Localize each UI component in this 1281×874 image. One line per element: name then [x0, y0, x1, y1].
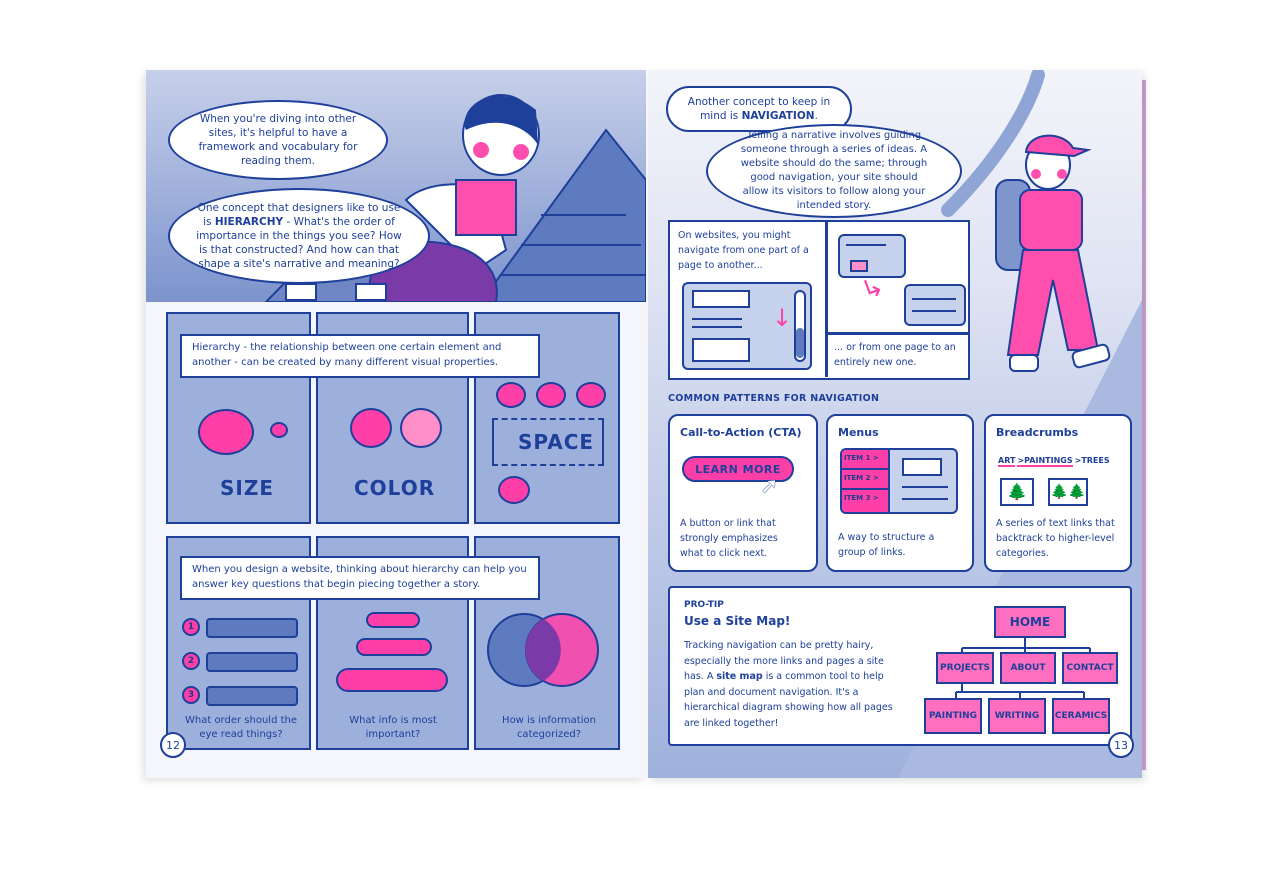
pro-tip-label: PRO-TIP: [684, 600, 724, 610]
nav-text-new-page: ... or from one page to an entirely new …: [834, 342, 956, 368]
scroll-content-box-2: [692, 338, 750, 362]
cta-title: Call-to-Action (CTA): [680, 426, 802, 439]
question-categorize: How is information categorized?: [502, 715, 596, 740]
page-number-right: 13: [1108, 732, 1134, 758]
cursor-icon: ➚: [760, 474, 779, 499]
scroll-content-lines: [692, 318, 742, 328]
menu-item-1: ITEM 1 >: [842, 450, 890, 470]
page-number-left: 12: [160, 732, 186, 758]
pro-tip-title: Use a Site Map!: [684, 614, 791, 628]
menu-illustration: ITEM 1 > ITEM 2 > ITEM 3 >: [840, 448, 958, 514]
sitemap-painting: PAINTING: [924, 698, 982, 734]
large-circle-shape: [198, 409, 254, 455]
order-badge-1: 1: [182, 618, 200, 636]
space-circle-3: [576, 382, 606, 408]
card-breadcrumbs: Breadcrumbs ART>PAINTINGS>TREES 🌲 🌲🌲 A s…: [984, 414, 1132, 572]
crumb-art: ART: [998, 456, 1016, 467]
scrollbar-thumb: [796, 328, 804, 358]
source-line: [846, 244, 886, 246]
menu-content-line-1: [902, 486, 948, 488]
down-arrow-icon: ↓: [772, 304, 793, 332]
sitemap-home: HOME: [994, 606, 1066, 638]
menu-content-box: [902, 458, 942, 476]
sitemap-writing: WRITING: [988, 698, 1046, 734]
pro-tip-body: Tracking navigation can be pretty hairy,…: [684, 640, 893, 729]
target-line-1: [912, 298, 956, 300]
bubble-narrative-text: Telling a narrative involves guiding som…: [740, 130, 928, 211]
order-bar-3: [206, 686, 298, 706]
card-menus: Menus ITEM 1 > ITEM 2 > ITEM 3 > A way t…: [826, 414, 974, 572]
menus-title: Menus: [838, 426, 879, 439]
space-circle-2: [536, 382, 566, 408]
order-badge-2: 2: [182, 652, 200, 670]
scroll-page-illustration: ↓: [682, 282, 812, 370]
small-circle-shape: [270, 422, 288, 438]
learn-more-label: LEARN MORE: [695, 462, 781, 476]
pro-tip-box: PRO-TIP Use a Site Map! Tracking navigat…: [668, 586, 1132, 746]
page-13: Another concept to keep in mind is NAVIG…: [648, 70, 1142, 778]
scroll-content-box-1: [692, 290, 750, 308]
space-label: SPACE: [518, 430, 595, 454]
stack-bar-2: [356, 638, 432, 656]
learn-more-button: LEARN MORE: [682, 456, 794, 482]
sitemap-projects: PROJECTS: [936, 652, 994, 684]
color-label: COLOR: [354, 476, 436, 500]
source-page-illustration: [838, 234, 906, 278]
breadcrumb-trail: ART>PAINTINGS>TREES: [998, 456, 1110, 467]
patterns-heading: COMMON PATTERNS FOR NAVIGATION: [668, 393, 880, 404]
top-illustration: When you're diving into other sites, it'…: [146, 70, 646, 302]
link-box-icon: [850, 260, 868, 272]
sitemap-about: ABOUT: [1000, 652, 1056, 684]
crumb-trees: >TREES: [1074, 456, 1110, 465]
speech-bubble-hierarchy: One concept that designers like to use i…: [168, 188, 430, 284]
menu-item-2: ITEM 2 >: [842, 470, 890, 490]
sitemap-ceramics: CERAMICS: [1052, 698, 1110, 734]
speech-bubble-framework: When you're diving into other sites, it'…: [168, 100, 388, 180]
crumb-paintings: >PAINTINGS: [1017, 456, 1073, 467]
breadcrumbs-title: Breadcrumbs: [996, 426, 1079, 439]
tree-thumbnail-2: 🌲🌲: [1048, 478, 1088, 506]
venn-diagram: [487, 613, 599, 687]
order-badge-3: 3: [182, 686, 200, 704]
nav-text-within-page: On websites, you might navigate from one…: [678, 230, 809, 271]
menu-list: ITEM 1 > ITEM 2 > ITEM 3 >: [842, 450, 890, 512]
stack-bar-1: [366, 612, 420, 628]
sitemap-contact: CONTACT: [1062, 652, 1118, 684]
stack-bar-3: [336, 668, 448, 692]
breadcrumbs-description: A series of text links that backtrack to…: [996, 518, 1115, 559]
menu-content-line-2: [902, 498, 948, 500]
order-bar-2: [206, 652, 298, 672]
divider-horizontal: [825, 332, 970, 335]
space-circle-4: [498, 476, 530, 504]
size-label: SIZE: [220, 476, 275, 500]
target-page-illustration: [904, 284, 966, 326]
speech-bubble-narrative: Telling a narrative involves guiding som…: [706, 124, 962, 218]
divider-vertical: [825, 222, 828, 377]
bubble-framework-text: When you're diving into other sites, it'…: [198, 113, 358, 167]
selection-bracket: [492, 418, 604, 466]
navigation-examples: On websites, you might navigate from one…: [668, 220, 970, 380]
space-circle-1: [496, 382, 526, 408]
question-importance: What info is most important?: [349, 715, 437, 740]
menu-item-3: ITEM 3 >: [842, 490, 890, 512]
light-pink-circle-shape: [400, 408, 442, 448]
card-cta: Call-to-Action (CTA) LEARN MORE ➚ A butt…: [668, 414, 818, 572]
target-line-2: [912, 310, 956, 312]
bubble-navigation-text: Another concept to keep in mind is NAVIG…: [687, 96, 831, 122]
bubble-hierarchy-text: One concept that designers like to use i…: [196, 202, 402, 270]
question-order: What order should the eye read things?: [184, 715, 298, 740]
spine-edge: [1140, 80, 1146, 770]
dark-pink-circle-shape: [350, 408, 392, 448]
cta-description: A button or link that strongly emphasize…: [680, 518, 778, 559]
design-caption: When you design a website, thinking abou…: [180, 556, 540, 600]
tree-thumbnail-1: 🌲: [1000, 478, 1034, 506]
site-map-connectors: [955, 638, 1091, 698]
order-bar-1: [206, 618, 298, 638]
hierarchy-caption: Hierarchy - the relationship between one…: [180, 334, 540, 378]
page-12: When you're diving into other sites, it'…: [146, 70, 646, 778]
menus-description: A way to structure a group of links.: [838, 532, 935, 558]
